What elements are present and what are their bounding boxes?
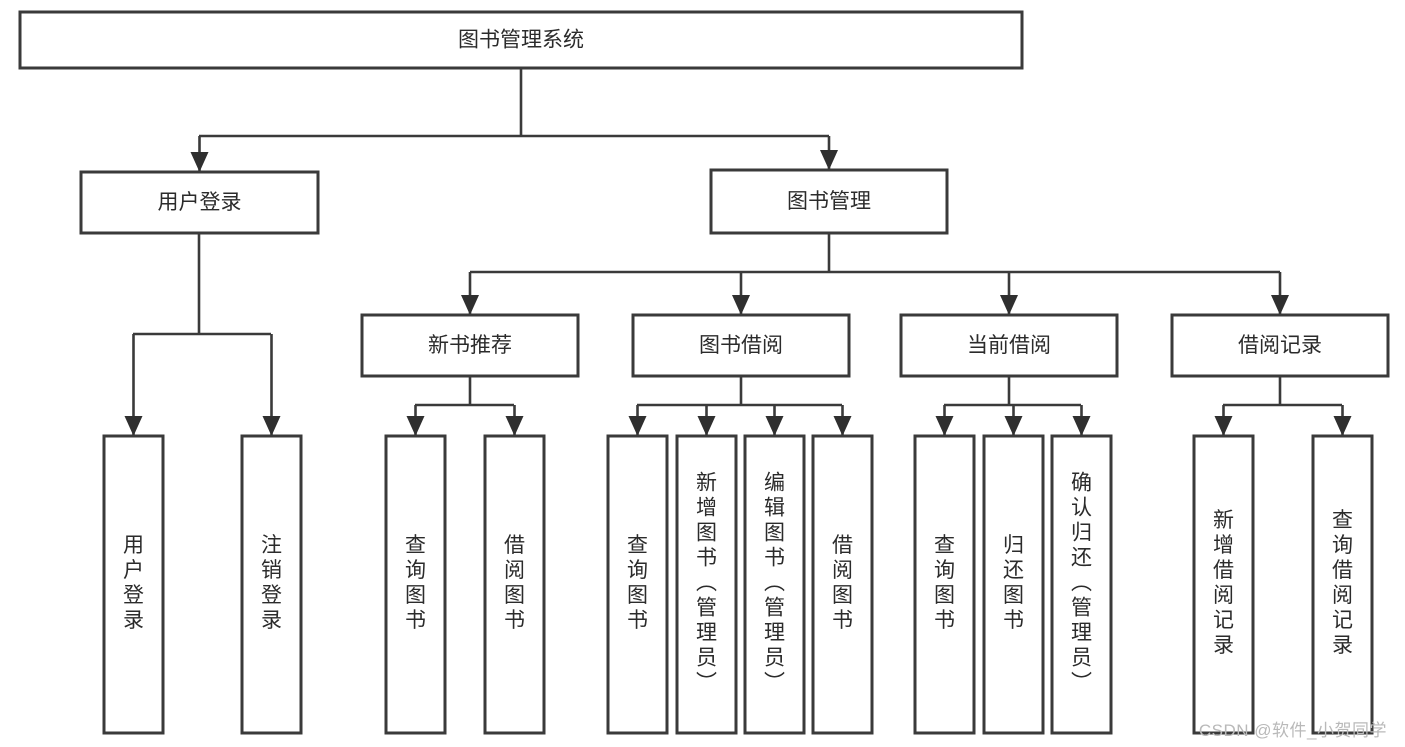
node-box[interactable]: [913, 434, 976, 735]
node-leaf-新增借阅记录[interactable]: 新增借阅记录: [1192, 434, 1255, 735]
node-label: 注销登录: [261, 534, 282, 632]
arrow-head-icon: [262, 416, 281, 436]
node-leaf-借阅图书[interactable]: 借阅图书: [811, 434, 874, 735]
node-leaf-新增图书-管理员[interactable]: 新增图书︵管理员︶: [675, 434, 738, 735]
connector-group-userlogin-to-leaves: [124, 233, 281, 436]
node-box[interactable]: [811, 434, 874, 735]
node-label: 用户登录: [123, 534, 144, 632]
arrow-head-icon: [190, 152, 209, 172]
node-label: 编辑图书︵管理员︶: [764, 472, 785, 695]
node-box[interactable]: [102, 434, 165, 735]
node-label: 新增图书︵管理员︶: [696, 472, 717, 695]
node-box[interactable]: [631, 313, 851, 378]
node-leaf-查询图书[interactable]: 查询图书: [606, 434, 669, 735]
node-label: 借阅记录: [1238, 334, 1322, 357]
node-box[interactable]: [899, 313, 1119, 378]
connector-group-current-to-leaves: [935, 376, 1091, 436]
node-box[interactable]: [982, 434, 1045, 735]
arrow-head-icon: [505, 416, 524, 436]
node-box[interactable]: [675, 434, 738, 735]
connector-group-borrow-to-leaves: [628, 376, 852, 436]
node-box[interactable]: [79, 170, 320, 235]
node-leaf-借阅图书[interactable]: 借阅图书: [483, 434, 546, 735]
node-label: 确认归还︵管理员︶: [1071, 472, 1092, 695]
arrow-head-icon: [820, 150, 838, 170]
node-leaf-查询借阅记录[interactable]: 查询借阅记录: [1311, 434, 1374, 735]
node-level1-图书管理[interactable]: 图书管理: [709, 168, 949, 235]
connector-group-record-to-leaves: [1214, 376, 1352, 436]
node-leaf-编辑图书-管理员[interactable]: 编辑图书︵管理员︶: [743, 434, 806, 735]
node-box[interactable]: [483, 434, 546, 735]
node-label: 图书借阅: [699, 334, 783, 357]
node-leaf-归还图书[interactable]: 归还图书: [982, 434, 1045, 735]
arrow-head-icon: [1072, 416, 1091, 436]
node-label: 当前借阅: [967, 334, 1051, 357]
node-label: 新增借阅记录: [1213, 509, 1234, 657]
node-leaf-确认归还-管理员[interactable]: 确认归还︵管理员︶: [1050, 434, 1113, 735]
connector-group-root-to-level1: [190, 68, 838, 172]
arrow-head-icon: [628, 416, 647, 436]
node-level2-借阅记录[interactable]: 借阅记录: [1170, 313, 1390, 378]
connectors-layer: [124, 68, 1352, 436]
arrow-head-icon: [1271, 295, 1289, 315]
connector-group-newbook-to-leaves: [406, 376, 524, 436]
node-leaf-查询图书[interactable]: 查询图书: [384, 434, 447, 735]
node-root-图书管理系统[interactable]: 图书管理系统: [18, 10, 1024, 70]
node-label: 借阅图书: [832, 534, 853, 632]
arrow-head-icon: [697, 416, 716, 436]
node-box[interactable]: [606, 434, 669, 735]
node-box[interactable]: [709, 168, 949, 235]
node-label: 查询图书: [934, 534, 955, 632]
arrow-head-icon: [765, 416, 784, 436]
node-leaf-用户登录[interactable]: 用户登录: [102, 434, 165, 735]
arrow-head-icon: [406, 416, 425, 436]
node-box[interactable]: [743, 434, 806, 735]
node-box[interactable]: [1311, 434, 1374, 735]
node-label: 借阅图书: [504, 534, 525, 632]
node-label: 新书推荐: [428, 334, 512, 357]
node-box[interactable]: [360, 313, 580, 378]
arrow-head-icon: [935, 416, 954, 436]
arrow-head-icon: [1333, 416, 1352, 436]
node-label: 用户登录: [158, 191, 242, 214]
node-box[interactable]: [1192, 434, 1255, 735]
node-box[interactable]: [1170, 313, 1390, 378]
node-label: 图书管理: [787, 190, 871, 213]
connector-group-bookmgmt-to-level2: [461, 233, 1289, 315]
node-label: 查询借阅记录: [1332, 509, 1353, 657]
arrow-head-icon: [1004, 416, 1023, 436]
node-box[interactable]: [18, 10, 1024, 70]
node-label: 归还图书: [1003, 534, 1024, 632]
arrow-head-icon: [124, 416, 143, 436]
node-level2-新书推荐[interactable]: 新书推荐: [360, 313, 580, 378]
arrow-head-icon: [1214, 416, 1233, 436]
node-level2-图书借阅[interactable]: 图书借阅: [631, 313, 851, 378]
node-level2-当前借阅[interactable]: 当前借阅: [899, 313, 1119, 378]
node-leaf-注销登录[interactable]: 注销登录: [240, 434, 303, 735]
node-level1-用户登录[interactable]: 用户登录: [79, 170, 320, 235]
node-label: 图书管理系统: [458, 29, 584, 52]
node-leaf-查询图书[interactable]: 查询图书: [913, 434, 976, 735]
node-box[interactable]: [240, 434, 303, 735]
arrow-head-icon: [461, 295, 479, 315]
node-box[interactable]: [1050, 434, 1113, 735]
nodes-layer: 图书管理系统用户登录图书管理新书推荐图书借阅当前借阅借阅记录用户登录注销登录查询…: [18, 10, 1390, 735]
node-label: 查询图书: [627, 534, 648, 632]
node-box[interactable]: [384, 434, 447, 735]
arrow-head-icon: [833, 416, 852, 436]
arrow-head-icon: [1000, 295, 1018, 315]
arrow-head-icon: [732, 295, 750, 315]
node-label: 查询图书: [405, 534, 426, 632]
